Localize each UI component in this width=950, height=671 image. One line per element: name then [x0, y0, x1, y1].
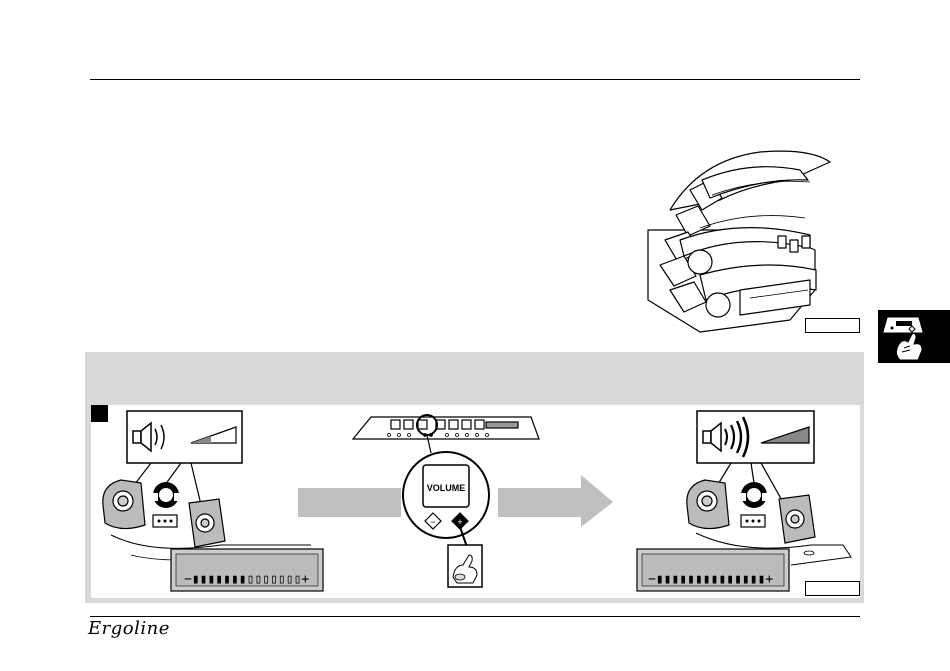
bottom-rule — [90, 616, 860, 617]
svg-text:−: − — [430, 517, 435, 527]
volume-adjust-illustration: −▮▮▮▮▮▮▮▯▯▯▯▯▯▯+ VOLUME − + — [91, 405, 860, 598]
headphones-icon — [153, 482, 179, 508]
volume-indicator-high — [697, 411, 814, 463]
control-panel-side-tab — [878, 310, 950, 363]
arrow-right-icon — [298, 488, 401, 517]
hand-press-icon — [448, 545, 482, 587]
headphones-icon — [741, 482, 767, 508]
lcd-display-after: −▮▮▮▮▮▮▮▮▮▮▮▮▮▮+ — [637, 549, 789, 591]
volume-indicator-low — [127, 411, 242, 463]
lcd-display-before: −▮▮▮▮▮▮▮▯▯▯▯▯▯▯+ — [171, 549, 323, 591]
figure-reference-box — [805, 318, 860, 333]
lcd-level-text-after: −▮▮▮▮▮▮▮▮▮▮▮▮▮▮+ — [648, 572, 773, 587]
ergoline-logo: Ergoline — [88, 618, 170, 639]
solarium-machine-illustration — [640, 140, 865, 340]
volume-button-zoom: VOLUME − + — [403, 452, 489, 538]
lcd-level-text-before: −▮▮▮▮▮▮▮▯▯▯▯▯▯▯+ — [184, 572, 309, 587]
control-panel-strip — [353, 415, 539, 439]
arrow-right-icon — [498, 475, 613, 527]
svg-text:+: + — [457, 517, 462, 527]
figure-reference-box — [805, 581, 860, 596]
top-rule — [90, 79, 860, 80]
volume-button-label[interactable]: VOLUME — [427, 483, 466, 493]
